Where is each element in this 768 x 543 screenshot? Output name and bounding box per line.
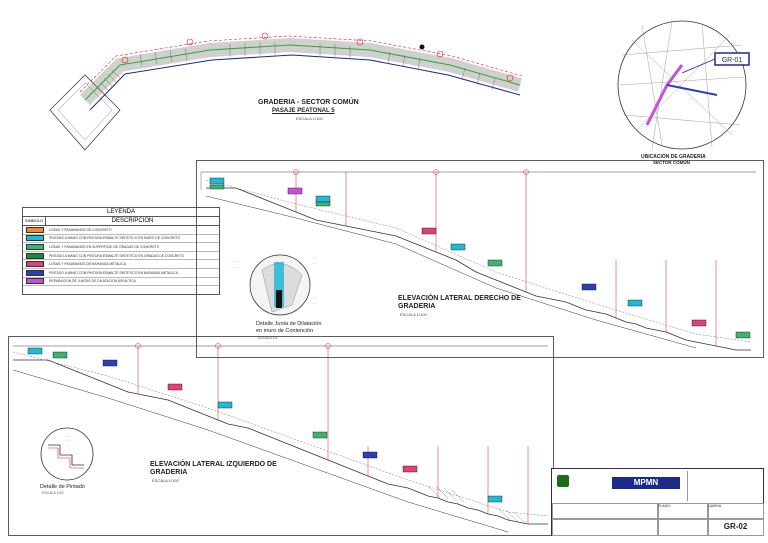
- legend-desc: LOSAS Y PASAMANOS EN SUPERFICIE DE GRADA…: [49, 244, 160, 249]
- detail-pintado-drawing: - - -- - -: [40, 427, 94, 481]
- legend-desc: LOSAS Y PASAMANOS DE BARANDA METALICA: [49, 262, 127, 267]
- project-desc: [687, 471, 761, 501]
- svg-text:-- - -: -- - -: [234, 265, 240, 269]
- plano-label: PLANO:: [658, 504, 671, 508]
- legend-row: LOSAS Y PASAMANOS DE BARANDA METALICA: [23, 260, 219, 269]
- elev-right-title2: GRADERIA: [398, 303, 436, 310]
- legend-swatch: [26, 243, 44, 250]
- detail-junta-scale: ESCALA 1/5: [258, 336, 278, 340]
- legend-col-code: SIMBOLO: [23, 217, 46, 225]
- legend-row: REPARACION DE JUNTAS DE DILATACION ASFAL…: [23, 278, 219, 287]
- svg-text:- - -: - - -: [312, 301, 317, 305]
- legend-desc: REPARACION DE JUNTAS DE DILATACION ASFAL…: [49, 279, 136, 284]
- legend-row: PINTADO A MANO CON PINTURA ESMALTE SINTE…: [23, 252, 219, 261]
- title-block: MPMN PLANO: LAMINA: GR-02: [551, 468, 764, 536]
- detail-junta-subtitle: en muro de Contención: [256, 328, 314, 334]
- title-cells: PLANO: LAMINA: GR-02: [552, 503, 764, 536]
- plan-scale: ESCALA 1/100: [296, 116, 323, 121]
- lamina-label: LAMINA:: [708, 504, 723, 508]
- legend-desc: PINTADO A MANO CON PINTURA ESMALTE SINTE…: [49, 236, 181, 241]
- elev-left-title: ELEVACIÓN LATERAL IZQUIERDO DE: [150, 461, 277, 468]
- detail-pintado-title: Detalle de Pintado: [40, 484, 85, 490]
- plan-title: GRADERIA - SECTOR COMÚN: [258, 99, 359, 106]
- legend-swatch: [26, 278, 44, 285]
- svg-text:- - -: - - -: [312, 261, 317, 265]
- legend-swatch: [26, 226, 44, 233]
- location-map: GR-01: [617, 20, 750, 150]
- elev-left-scale: ESCALA 1/100: [152, 478, 179, 483]
- detail-junta-drawing: -- - - -- - - - - - - - - - - - - - -: [234, 254, 317, 316]
- sheet-number: GR-02: [707, 518, 764, 536]
- location-callout: GR-01: [722, 57, 743, 64]
- svg-text:-- - -: -- - -: [234, 259, 240, 263]
- svg-text:- - -: - - -: [312, 295, 317, 299]
- plan-view: [49, 32, 523, 151]
- elevation-left: [8, 336, 554, 536]
- legend-swatch: [26, 261, 44, 268]
- legend-swatch: [26, 269, 44, 276]
- legend-table: LEYENDA SIMBOLO DESCRIPCION LOSAS Y PASA…: [22, 207, 220, 295]
- svg-text:- - -: - - -: [66, 434, 71, 438]
- org-name: MPMN: [612, 477, 680, 489]
- legend-row: LOSAS Y PASAMANOS EN SUPERFICIE DE GRADA…: [23, 243, 219, 252]
- detail-junta-title: Detalle Junta de Dilatación: [256, 321, 322, 327]
- legend-swatch: [26, 252, 44, 259]
- elev-left-title2: GRADERIA: [150, 469, 188, 476]
- elevation-right: [196, 160, 764, 358]
- legend-desc: PINTADO A MANO CON PINTURA ESMALTE SINTE…: [49, 253, 185, 258]
- detail-pintado-scale: ESCALA 1/10: [42, 491, 64, 495]
- elev-right-title: ELEVACIÓN LATERAL DERECHO DE: [398, 295, 521, 302]
- legend-row: LOSAS Y PASAMANOS DE CONCRETO: [23, 226, 219, 235]
- legend-row: PINTADO A MANO CON PINTURA ESMALTE SINTE…: [23, 235, 219, 244]
- legend-swatch: [26, 235, 44, 242]
- svg-text:- - -: - - -: [66, 438, 71, 442]
- elev-right-scale: ESCALA 1/100: [400, 312, 427, 317]
- legend-col-desc: DESCRIPCION: [111, 218, 154, 224]
- logo-icon: [557, 475, 569, 487]
- legend-row: PINTADO A MANO CON PINTURA ESMALTE SINTE…: [23, 269, 219, 278]
- plan-subtitle: PASAJE PEATONAL 5: [272, 108, 335, 114]
- legend-desc: PINTADO A MANO CON PINTURA ESMALTE SINTE…: [49, 270, 178, 275]
- location-subtitle: SECTOR COMÚN: [653, 160, 690, 165]
- legend-title: LEYENDA: [23, 208, 219, 217]
- location-title: UBICACIÓN DE GRADERIA: [641, 154, 706, 160]
- legend-desc: LOSAS Y PASAMANOS DE CONCRETO: [49, 227, 112, 232]
- svg-text:- - -: - - -: [312, 255, 317, 259]
